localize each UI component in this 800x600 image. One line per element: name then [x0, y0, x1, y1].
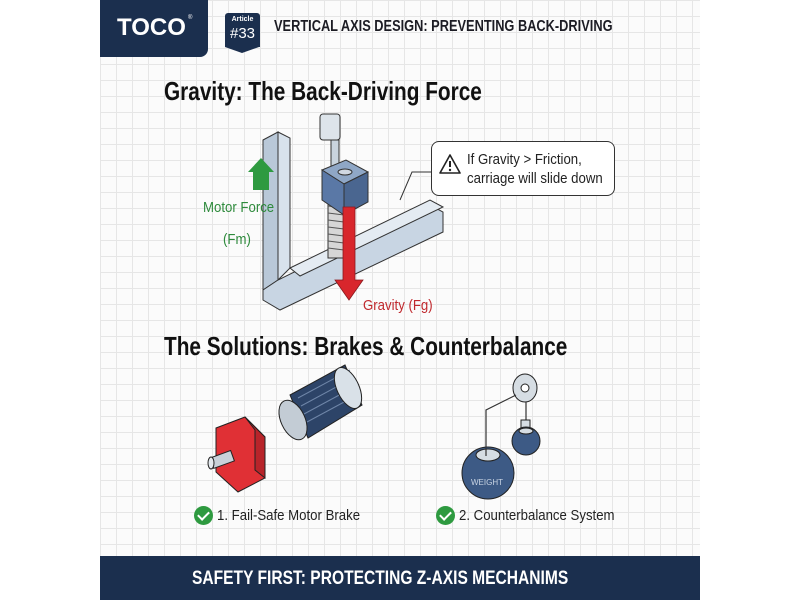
motor-force-symbol: (Fm) [223, 231, 251, 248]
article-badge: Article #33 [225, 13, 260, 53]
illustrations: WEIGHT [207, 113, 541, 500]
toco-logo: TOCO ® [100, 0, 208, 57]
counterbalance-illustration: WEIGHT [461, 373, 541, 500]
solution-counterbalance: 2. Counterbalance System [436, 506, 636, 525]
warning-icon [439, 154, 461, 174]
callout-text: If Gravity > Friction, carriage will sli… [467, 150, 603, 188]
motor-force-label: Motor Force [203, 199, 275, 216]
solution-motor-brake: 1. Fail-Safe Motor Brake [194, 506, 380, 525]
gravity-force-label: Gravity (Fg) [363, 297, 433, 314]
badge-number: #33 [229, 25, 256, 42]
check-circle-icon [436, 506, 455, 525]
header-title: VERTICAL AXIS DESIGN: PREVENTING BACK-DR… [274, 18, 613, 35]
registered-mark: ® [188, 15, 193, 21]
callout-line-2: carriage will slide down [467, 170, 603, 187]
weight-label: WEIGHT [471, 478, 503, 487]
badge-label: Article [231, 16, 254, 23]
solution-label: 1. Fail-Safe Motor Brake [217, 507, 361, 524]
footer-text: SAFETY FIRST: PROTECTING Z-AXIS MECHANIM… [192, 568, 569, 589]
motor-brake-illustration [207, 364, 363, 493]
warning-callout: If Gravity > Friction, carriage will sli… [431, 141, 615, 196]
linear-axis-illustration [248, 113, 445, 311]
logo-text: TOCO [117, 14, 186, 41]
solution-label: 2. Counterbalance System [459, 507, 615, 524]
section-gravity-title: Gravity: The Back-Driving Force [164, 76, 482, 106]
check-circle-icon [194, 506, 213, 525]
footer-banner: SAFETY FIRST: PROTECTING Z-AXIS MECHANIM… [100, 556, 700, 600]
section-solutions-title: The Solutions: Brakes & Counterbalance [164, 331, 568, 361]
callout-line-1: If Gravity > Friction, [467, 151, 582, 168]
infographic: TOCO ® Article #33 VERTICAL AXIS DESIGN:… [100, 0, 700, 600]
